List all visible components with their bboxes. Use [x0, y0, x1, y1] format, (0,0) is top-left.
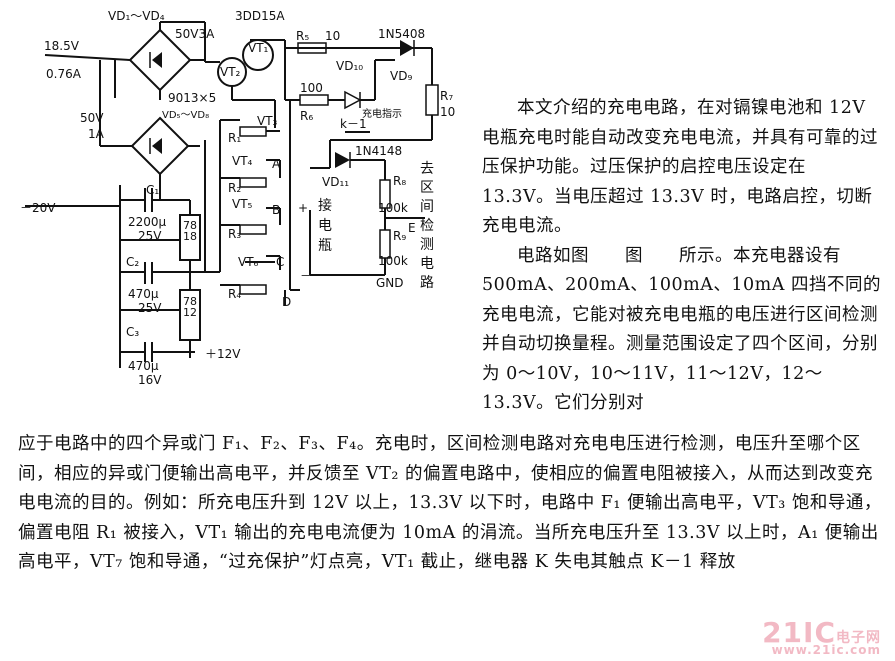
label-node-a: A	[272, 157, 281, 171]
label-to-battery: 接电瓶	[318, 198, 332, 254]
label-50v: 50V	[80, 111, 104, 125]
resistor-r1	[239, 126, 267, 137]
label-vd11-model: 1N4148	[355, 144, 402, 158]
label-c3-val: 470μ	[128, 359, 159, 373]
label-vd9: VD₉	[390, 69, 412, 83]
resistor-r4	[239, 284, 267, 295]
label-bridge1-rating: 50V3A	[175, 27, 215, 41]
label-r6-val: 100	[300, 81, 323, 95]
watermark-brand-cn: 电子网	[836, 630, 881, 646]
label-r5-val: 10	[325, 29, 340, 43]
label-c3-volt: 16V	[138, 373, 162, 387]
label-vd11: VD₁₁	[322, 175, 349, 189]
label-r4: R₄	[228, 287, 241, 301]
paragraph-operation: 应于电路中的四个异或门 F₁、F₂、F₃、F₄。充电时，区间检测电路对充电电压进…	[18, 434, 882, 572]
label-r7: R₇	[440, 89, 453, 103]
label-minus-20v: －20V	[20, 201, 56, 215]
resistor-r3	[239, 224, 267, 235]
label-plus: +	[298, 201, 308, 215]
label-vt2: VT₂	[220, 65, 241, 79]
watermark-url: www.21ic.com	[771, 643, 881, 657]
paragraph-ranges: 电路如图 图 所示。本充电器设有 500mA、200mA、100mA、10mA …	[482, 245, 881, 414]
watermark-brand: 21IC	[762, 616, 836, 649]
paragraph-intro: 本文介绍的充电电路，在对镉镍电池和 12V 电瓶充电时能自动改变充电电流，并具有…	[482, 98, 878, 236]
label-vt4: VT₄	[232, 154, 253, 168]
label-to-detection: 去区间检测电路	[420, 161, 434, 291]
circuit-diagram: VD₁～VD₄ 50V3A 18.5V 0.76A 3DD15A VT₁ VT₂…	[20, 9, 455, 387]
label-r5: R₅	[296, 29, 309, 43]
label-r6: R₆	[300, 109, 313, 123]
label-vd10: VD₁₀	[336, 59, 363, 73]
label-r9-val: 100k	[378, 254, 408, 268]
label-c2-val: 470μ	[128, 287, 159, 301]
label-c1-val: 2200μ	[128, 215, 167, 229]
label-r8-val: 100k	[378, 201, 408, 215]
label-gnd: GND	[376, 276, 404, 290]
label-r9: R₉	[393, 229, 406, 243]
label-node-e: E	[408, 221, 416, 235]
resistor-r7	[425, 84, 439, 116]
label-plus-12v: ＋12V	[205, 347, 241, 361]
label-r2: R₂	[228, 181, 241, 195]
label-reg-7818: 7818	[183, 219, 197, 243]
label-0-76a: 0.76A	[46, 67, 82, 81]
label-node-c: C	[276, 255, 284, 269]
resistor-r6	[299, 94, 329, 106]
label-c1: C₁	[146, 183, 159, 197]
article-text-right: 本文介绍的充电电路，在对镉镍电池和 12V 电瓶充电时能自动改变充电电流，并具有…	[482, 94, 882, 419]
label-vd5-vd8: VD₅～VD₈	[162, 110, 209, 121]
led-vd10	[344, 90, 362, 110]
label-transistor-note: 9013×5	[168, 91, 216, 105]
diode-vd11	[335, 152, 350, 168]
label-r1: R₁	[228, 131, 241, 145]
label-vt5: VT₅	[232, 197, 253, 211]
resistor-r5	[297, 42, 327, 54]
label-reg-7812: 7812	[183, 295, 197, 319]
label-c1-volt: 25V	[138, 229, 162, 243]
label-charge-indicator: 充电指示	[362, 107, 402, 120]
resistor-r2	[239, 177, 267, 188]
label-r7-val: 10	[440, 105, 455, 119]
label-c2-volt: 25V	[138, 301, 162, 315]
label-node-d: D	[282, 295, 291, 309]
label-c2: C₂	[126, 255, 139, 269]
label-r8: R₈	[393, 174, 406, 188]
label-vt3: VT₃	[257, 114, 278, 128]
label-vt1: VT₁	[248, 41, 269, 55]
label-vd1-vd4: VD₁～VD₄	[108, 9, 165, 23]
label-vt1-model: 3DD15A	[235, 9, 285, 23]
label-18-5v: 18.5V	[44, 39, 80, 53]
label-r3: R₃	[228, 227, 241, 241]
label-c3: C₃	[126, 325, 139, 339]
label-vt6: VT₆	[238, 255, 259, 269]
article-text-bottom: 应于电路中的四个异或门 F₁、F₂、F₃、F₄。充电时，区间检测电路对充电电压进…	[18, 430, 888, 578]
label-node-b: B	[272, 203, 280, 217]
label-minus: －	[300, 269, 312, 283]
label-vd9-model: 1N5408	[378, 27, 425, 41]
label-k1: k－1	[340, 117, 367, 131]
bridge-rectifier-2	[130, 116, 190, 176]
label-1a: 1A	[88, 127, 105, 141]
watermark-logo: 21IC电子网 www.21ic.com	[762, 616, 881, 657]
